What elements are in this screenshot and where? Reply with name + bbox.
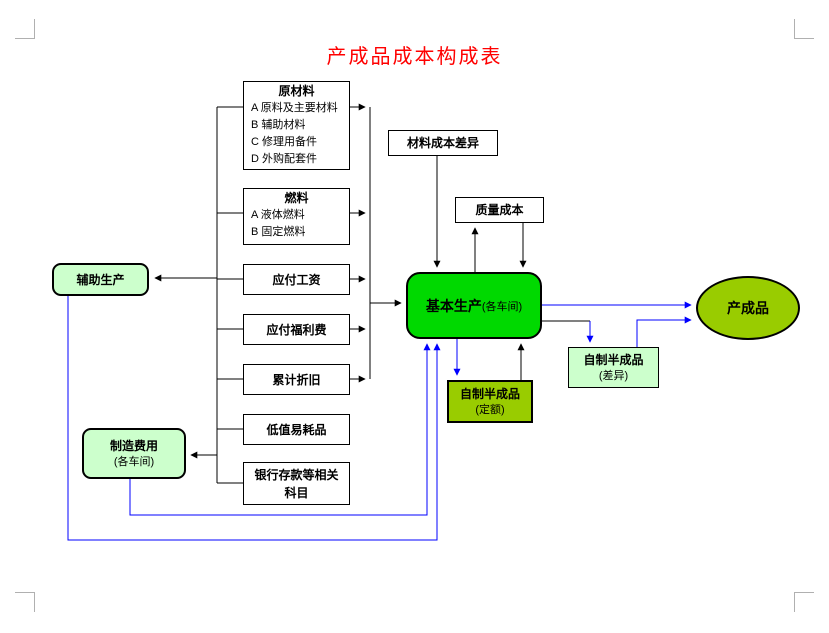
bank-deposits-line1: 银行存款等相关	[254, 467, 339, 482]
box-semi-finished-quota: 自制半成品 (定额)	[447, 380, 533, 423]
payable-wages-title: 应付工资	[272, 272, 321, 287]
blue-connectors	[67, 296, 692, 541]
semi-finished-variance-subtitle: (差异)	[598, 370, 629, 382]
box-payable-wages: 应付工资	[243, 264, 350, 295]
box-low-value-consumables: 低值易耗品	[243, 414, 350, 445]
finished-product-title: 产成品	[727, 300, 769, 316]
fuel-item: B 固定燃料	[251, 226, 306, 238]
low-value-consumables-title: 低值易耗品	[266, 422, 327, 437]
box-material-cost-variance: 材料成本差异	[388, 130, 498, 156]
page-title: 产成品成本构成表	[326, 46, 503, 68]
raw-materials-item: C 修理用备件	[251, 136, 317, 148]
raw-materials-title: 原材料	[278, 84, 315, 98]
page-corner-marks	[15, 19, 814, 612]
semi-finished-quota-subtitle: (定额)	[475, 404, 505, 416]
raw-materials-item: D 外购配套件	[251, 153, 317, 165]
raw-materials-item: B 辅助材料	[251, 119, 306, 131]
ellipse-finished-product: 产成品	[696, 276, 800, 340]
manufacturing-overhead-title: 制造费用	[109, 439, 158, 453]
fuel-title: 燃料	[284, 191, 309, 205]
route-auxiliary-to-basic	[67, 296, 441, 541]
basic-production-title: 基本生产	[425, 297, 482, 314]
semi-finished-variance-title: 自制半成品	[583, 353, 644, 367]
box-semi-finished-variance: 自制半成品 (差异)	[568, 347, 659, 388]
black-connectors	[154, 103, 590, 484]
box-auxiliary-production: 辅助生产	[52, 263, 149, 296]
box-manufacturing-overhead: 制造费用 (各车间)	[82, 428, 186, 479]
quality-cost-title: 质量成本	[475, 203, 524, 217]
manufacturing-overhead-subtitle: (各车间)	[113, 456, 155, 468]
box-basic-production: 基本生产(各车间)	[406, 272, 542, 339]
box-quality-cost: 质量成本	[455, 197, 544, 223]
box-fuel: 燃料 A 液体燃料 B 固定燃料	[243, 188, 350, 245]
bank-deposits-line2: 科目	[284, 485, 309, 500]
route-manufacturing-to-basic	[129, 343, 431, 516]
box-payable-welfare: 应付福利费	[243, 314, 350, 345]
auxiliary-production-title: 辅助生产	[76, 272, 125, 287]
material-cost-variance-title: 材料成本差异	[406, 136, 479, 150]
raw-materials-item: A 原料及主要材料	[251, 102, 338, 114]
box-bank-deposits: 银行存款等相关 科目	[243, 462, 350, 505]
payable-welfare-title: 应付福利费	[266, 322, 327, 337]
arrow-semi-variance-to-finished	[636, 316, 692, 347]
box-accumulated-depreciation: 累计折旧	[243, 364, 350, 395]
basic-production-subtitle: (各车间)	[481, 300, 523, 313]
fuel-item: A 液体燃料	[251, 209, 305, 221]
box-raw-materials: 原材料 A 原料及主要材料 B 辅助材料 C 修理用备件 D 外购配套件	[243, 81, 350, 170]
semi-finished-quota-title: 自制半成品	[459, 387, 520, 401]
accumulated-depreciation-title: 累计折旧	[272, 372, 321, 387]
